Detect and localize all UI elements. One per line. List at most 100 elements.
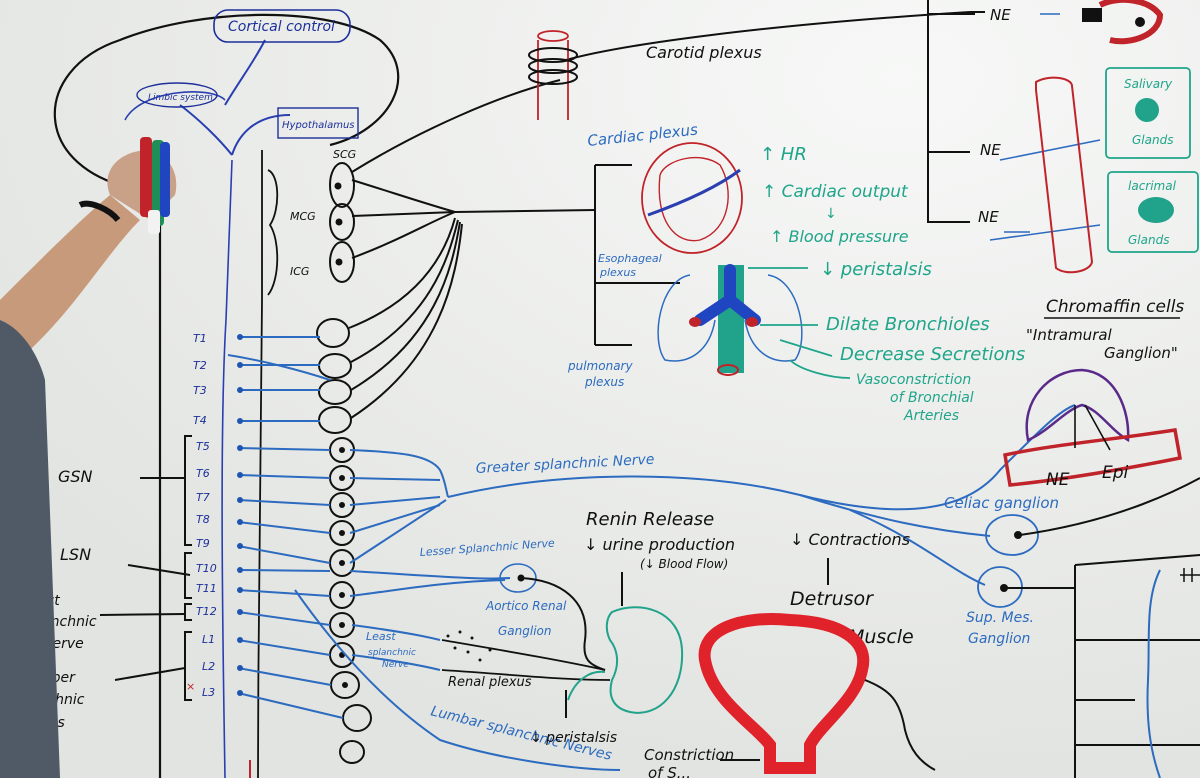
cardiac-output-effect: ↑ Cardiac output xyxy=(762,182,909,202)
dilate-effect: Dilate Bronchioles xyxy=(826,314,990,335)
adrenal-cell xyxy=(1025,368,1130,443)
lung-effect-arrows xyxy=(748,267,851,379)
lacrimal-box xyxy=(1107,171,1199,253)
brain-diagram xyxy=(53,13,400,778)
lungs xyxy=(657,264,803,376)
lacrimal-label-2: Glands xyxy=(1128,233,1169,247)
vessel-red xyxy=(1035,76,1094,274)
ganglion-label: Ganglion" xyxy=(1104,344,1178,362)
pulmonary-label-2: plexus xyxy=(584,375,624,389)
supmes-out xyxy=(1004,554,1200,778)
root-dots xyxy=(237,334,243,696)
salivary-label-2: Glands xyxy=(1132,133,1173,147)
aorticorenal-label-2: Ganglion xyxy=(498,624,552,638)
t9-label: T9 xyxy=(196,537,210,550)
intramural-label: "Intramural xyxy=(1026,326,1113,344)
adrenal-vessel xyxy=(1003,428,1183,487)
supmes-label-1: Sup. Mes. xyxy=(966,610,1034,626)
limbic-ellipse xyxy=(136,82,218,108)
thoracic-labels: T1 T2 T3 T4 T5 T6 T7 T8 T9 T10 T11 T12 L… xyxy=(193,332,217,699)
mcg-label: MCG xyxy=(290,210,316,223)
hypothalamus-label: Hypothalamus xyxy=(282,120,355,131)
bp-arrow: ↓ xyxy=(825,206,837,222)
t3-label: T3 xyxy=(193,384,207,397)
renin-flow: (↓ Blood Flow) xyxy=(640,557,728,571)
t12-label: T12 xyxy=(196,605,217,618)
t1-label: T1 xyxy=(193,332,207,345)
carotid-artery xyxy=(537,30,569,120)
lacrimal-gland xyxy=(1138,197,1174,223)
limbic-label: Limbic system xyxy=(148,93,213,103)
aorticorenal-ganglion xyxy=(499,563,537,593)
l1-label: L1 xyxy=(202,633,215,646)
l3-label: L3 xyxy=(202,686,215,699)
chromaffin-epi: Epi xyxy=(1102,463,1129,483)
renin-arrows xyxy=(565,572,623,718)
t7-label: T7 xyxy=(196,491,210,504)
heart xyxy=(641,142,743,254)
celiac-label: Celiac ganglion xyxy=(944,494,1059,512)
presenter-arm xyxy=(0,137,177,778)
lacrimal-label-1: lacrimal xyxy=(1128,179,1177,193)
ne-arrows xyxy=(989,13,1101,241)
cortical-label: Cortical control xyxy=(228,19,335,35)
bladder xyxy=(698,613,870,774)
l2-label: L2 xyxy=(202,660,215,673)
renal-plexus-lines xyxy=(441,639,611,681)
cortical-box xyxy=(213,9,351,43)
carotid-coil xyxy=(528,47,578,85)
vaso-effect-3: Arteries xyxy=(903,408,959,424)
t8-label: T8 xyxy=(196,513,210,526)
salivary-box xyxy=(1105,67,1191,159)
pulmonary-label-1: pulmonary xyxy=(567,359,633,373)
spinal-roots xyxy=(227,336,344,719)
ne-label-2: NE xyxy=(980,141,1001,159)
gsn-label: GSN xyxy=(58,467,93,486)
red-x-mark: × xyxy=(186,680,195,693)
esophageal-label-2: plexus xyxy=(599,266,636,279)
celiac-ganglion xyxy=(985,514,1039,556)
aorticorenal-out xyxy=(520,577,606,671)
ureter xyxy=(567,670,606,701)
decrease-effect: Decrease Secretions xyxy=(840,344,1025,365)
t6-label: T6 xyxy=(196,467,210,480)
icg-label: ICG xyxy=(290,265,309,278)
contractions-label: ↓ Contractions xyxy=(790,530,910,549)
vaso-effect-1: Vasoconstriction xyxy=(856,372,971,388)
aorticorenal-label-1: Aortico Renal xyxy=(485,599,567,613)
adrenal-arrows xyxy=(1074,404,1111,451)
left-brackets xyxy=(99,435,192,701)
ganglion-dots xyxy=(334,182,348,688)
detrusor-label-2: Muscle xyxy=(848,626,914,648)
chromaffin-title: Chromaffin cells xyxy=(1046,297,1184,317)
renal-plexus-label: Renal plexus xyxy=(448,675,532,690)
supmes-label-2: Ganglion xyxy=(968,631,1030,647)
cervical-brace xyxy=(267,169,279,296)
intestine-cap xyxy=(1180,568,1200,582)
celiac-out xyxy=(1019,477,1200,536)
constriction-label-2: of S... xyxy=(648,764,691,778)
t4-label: T4 xyxy=(193,414,207,427)
pupil-diagram xyxy=(1082,0,1164,45)
least-mid-3: Nerve xyxy=(382,660,409,670)
salivary-label-1: Salivary xyxy=(1124,77,1173,91)
scg-label: SCG xyxy=(333,148,356,161)
postganglionic-fibers xyxy=(348,11,985,419)
ne-label-1: NE xyxy=(990,6,1011,24)
peristalsis-effect: ↓ peristalsis xyxy=(820,259,932,280)
detrusor-label-1: Detrusor xyxy=(790,588,874,610)
splanchnic-nerves xyxy=(294,404,1076,771)
hypothalamus-box xyxy=(277,107,359,139)
renal-plexus-dots xyxy=(446,630,492,662)
ne-label-3: NE xyxy=(978,208,999,226)
renin-title: Renin Release xyxy=(586,509,714,530)
heart-vessel xyxy=(647,168,741,217)
chromaffin-ne: NE xyxy=(1046,470,1070,490)
bp-effect: ↑ Blood pressure xyxy=(770,227,909,246)
t10-label: T10 xyxy=(196,562,217,575)
lsn-label: LSN xyxy=(60,545,91,564)
kidney xyxy=(605,606,684,714)
plexus-branch-line xyxy=(594,164,680,346)
